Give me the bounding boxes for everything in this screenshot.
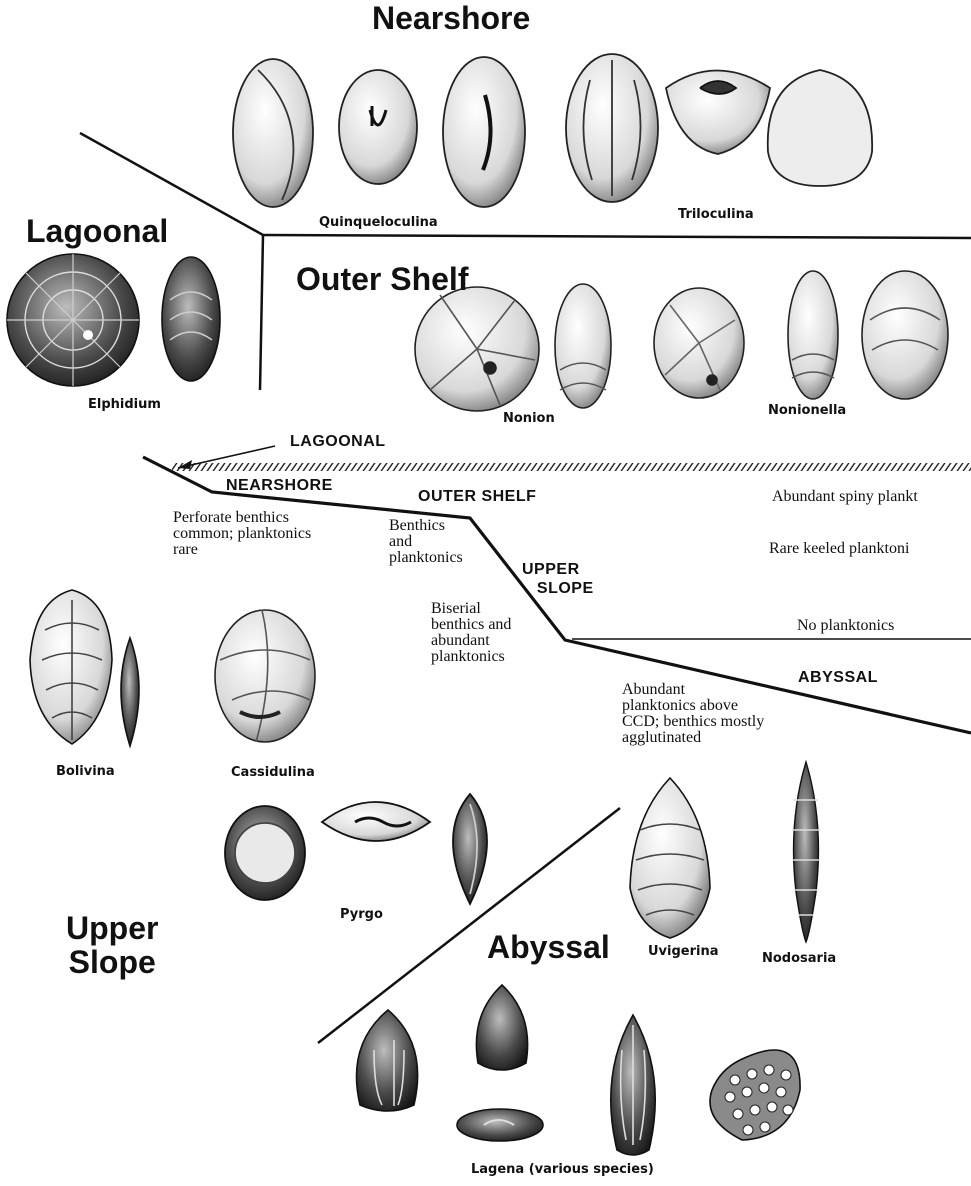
genus-label-nonionella: Nonionella xyxy=(768,403,846,418)
quinqueloculina-specimens xyxy=(233,57,525,207)
cassidulina-specimen-group xyxy=(215,610,315,742)
lagena-specimens xyxy=(357,985,801,1155)
zone-label-upper-slope-line1: Upper xyxy=(66,911,158,945)
genus-label-nonion: Nonion xyxy=(503,411,555,426)
genus-label-triloculina: Triloculina xyxy=(678,207,754,222)
zone-label-upper-slope: Upper Slope xyxy=(66,911,158,979)
genus-label-cassidulina: Cassidulina xyxy=(231,765,315,780)
quinqueloculina-specimen-2 xyxy=(339,70,417,184)
divider-nearshore-outershelf xyxy=(263,235,971,238)
zone-label-outer-shelf: Outer Shelf xyxy=(296,261,468,298)
elphidium-specimens xyxy=(7,254,220,386)
genus-label-lagena: Lagena (various species) xyxy=(471,1162,654,1177)
genus-label-bolivina: Bolivina xyxy=(56,764,115,779)
nodosaria-specimen-group xyxy=(792,762,820,942)
profile-label-upper-slope: UPPER SLOPE xyxy=(522,560,594,598)
bolivina-specimen-1 xyxy=(30,590,112,744)
profile-label-nearshore: NEARSHORE xyxy=(226,477,333,495)
zone-label-nearshore: Nearshore xyxy=(372,0,530,37)
nonionella-specimen-2 xyxy=(788,271,838,399)
note-nearshore: Perforate benthics common; planktonics r… xyxy=(173,510,311,558)
lagena-specimen-5 xyxy=(710,1050,800,1140)
nonion-specimens xyxy=(415,284,611,411)
genus-label-uvigerina: Uvigerina xyxy=(648,944,719,959)
note-rare-keeled: Rare keeled planktoni xyxy=(769,541,909,557)
profile-label-outer-shelf: OUTER SHELF xyxy=(418,488,536,506)
note-abundant-spiny: Abundant spiny plankt xyxy=(772,489,918,505)
profile-label-upper-slope-line1: UPPER xyxy=(522,560,580,579)
pyrgo-specimen-3 xyxy=(453,794,487,904)
note-abyssal: Abundant planktonics above CCD; benthics… xyxy=(622,682,764,746)
genus-label-elphidium: Elphidium xyxy=(88,397,161,412)
nonion-specimen-2 xyxy=(555,284,611,408)
profile-label-abyssal: ABYSSAL xyxy=(798,669,878,687)
lagena-specimen-1 xyxy=(357,1010,418,1111)
zone-label-abyssal: Abyssal xyxy=(487,929,610,966)
quinqueloculina-specimen-3 xyxy=(443,57,525,207)
bolivina-specimen-2 xyxy=(121,638,139,746)
pyrgo-specimens xyxy=(225,794,487,904)
divider-lagoonal-outershelf xyxy=(260,235,263,390)
zone-label-upper-slope-line2: Slope xyxy=(66,945,158,979)
triloculina-specimen-3 xyxy=(768,70,872,186)
note-no-planktonics: No planktonics xyxy=(797,618,894,634)
note-outer-shelf: Benthics and planktonics xyxy=(389,518,463,566)
bolivina-specimens xyxy=(30,590,139,746)
zone-label-lagoonal: Lagoonal xyxy=(26,213,168,250)
triloculina-specimens xyxy=(566,54,872,202)
uvigerina-specimen-group xyxy=(630,778,710,938)
lagena-specimen-3 xyxy=(457,1109,543,1141)
quinqueloculina-specimen-1 xyxy=(233,59,313,207)
genus-label-pyrgo: Pyrgo xyxy=(340,907,383,922)
genus-label-nodosaria: Nodosaria xyxy=(762,951,836,966)
sea-surface-band xyxy=(172,463,971,471)
genus-label-quinqueloculina: Quinqueloculina xyxy=(319,215,438,230)
lagena-specimen-2 xyxy=(476,985,527,1070)
profile-label-lagoonal: LAGOONAL xyxy=(290,433,386,451)
nonionella-specimens xyxy=(654,271,948,399)
profile-label-upper-slope-line2: SLOPE xyxy=(522,579,594,598)
nonionella-specimen-3 xyxy=(862,271,948,399)
note-upper-slope: Biserial benthics and abundant planktoni… xyxy=(431,601,511,665)
pyrgo-specimen-2 xyxy=(322,802,430,841)
